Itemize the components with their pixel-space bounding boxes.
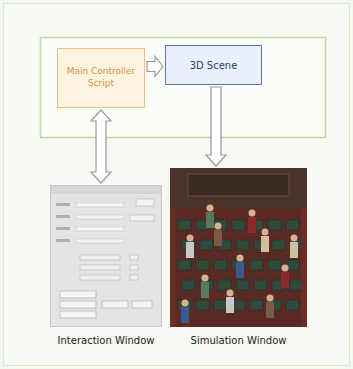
person-head (291, 235, 298, 242)
seat (254, 280, 267, 290)
seat (182, 280, 195, 290)
simulation-window: Simulation Window (170, 168, 307, 355)
scene-background (170, 168, 307, 327)
back-wall (170, 168, 307, 208)
person-head (237, 255, 244, 262)
system-frame (41, 38, 326, 138)
field (130, 215, 154, 221)
wall (170, 208, 176, 327)
seat (250, 260, 263, 270)
seat (196, 300, 209, 310)
screenshot (170, 168, 307, 327)
field-label (56, 203, 70, 206)
interaction-window: Interaction Window (50, 185, 162, 355)
hollow-arrow (91, 110, 111, 183)
person-body (214, 230, 222, 246)
slider (76, 203, 124, 207)
hollow-arrow (206, 87, 226, 166)
window-panel (51, 186, 162, 327)
person-head (187, 235, 194, 242)
seat (272, 240, 285, 250)
page-frame (4, 4, 350, 366)
seat (236, 240, 249, 250)
field-label (56, 239, 70, 242)
field (80, 275, 120, 280)
window-caption: Simulation Window (160, 335, 317, 346)
seat (214, 220, 227, 230)
person-body (266, 302, 274, 318)
button (60, 291, 96, 298)
scene-box: 3D Scene (165, 45, 262, 85)
slider (76, 215, 124, 219)
wall (301, 208, 307, 327)
seat (178, 220, 191, 230)
seat (268, 220, 281, 230)
window-caption: Interaction Window (40, 335, 172, 346)
person-body (206, 212, 214, 228)
seat (250, 300, 263, 310)
button (132, 301, 152, 308)
seat (214, 260, 227, 270)
person-head (207, 205, 214, 212)
field (80, 265, 120, 270)
field-label (56, 215, 70, 218)
button (60, 311, 96, 318)
person-head (215, 223, 222, 230)
button (136, 199, 154, 206)
person-body (226, 297, 234, 313)
seat (218, 280, 231, 290)
slider (76, 227, 124, 231)
box-label: Main Controller Script (62, 66, 140, 89)
button (60, 301, 96, 308)
person-body (261, 236, 269, 252)
person-body (236, 262, 244, 278)
screenshot (50, 185, 162, 327)
slider (76, 239, 124, 243)
floor (170, 208, 307, 327)
seat (232, 220, 245, 230)
field-label (56, 227, 70, 230)
person-body (181, 307, 189, 323)
person-head (182, 300, 189, 307)
board (188, 174, 289, 196)
field (80, 255, 120, 260)
person-body (201, 282, 209, 298)
seat (178, 260, 191, 270)
person-head (267, 295, 274, 302)
person-body (248, 217, 256, 233)
seat (236, 280, 249, 290)
seat (268, 260, 281, 270)
person-body (281, 272, 289, 288)
person-body (290, 242, 298, 258)
person-head (282, 265, 289, 272)
seat (286, 220, 299, 230)
controller-box: Main Controller Script (57, 48, 145, 108)
seat (200, 240, 213, 250)
button (102, 301, 128, 308)
checkbox (130, 275, 138, 280)
seat (286, 300, 299, 310)
seat (196, 260, 209, 270)
seat (214, 300, 227, 310)
person-body (186, 242, 194, 258)
hollow-arrow (147, 57, 163, 77)
person-head (262, 229, 269, 236)
person-head (202, 275, 209, 282)
person-head (227, 290, 234, 297)
person-head (249, 210, 256, 217)
title-bar (51, 186, 161, 194)
checkbox (130, 265, 138, 270)
checkbox (130, 255, 138, 260)
box-label: 3D Scene (190, 59, 238, 72)
